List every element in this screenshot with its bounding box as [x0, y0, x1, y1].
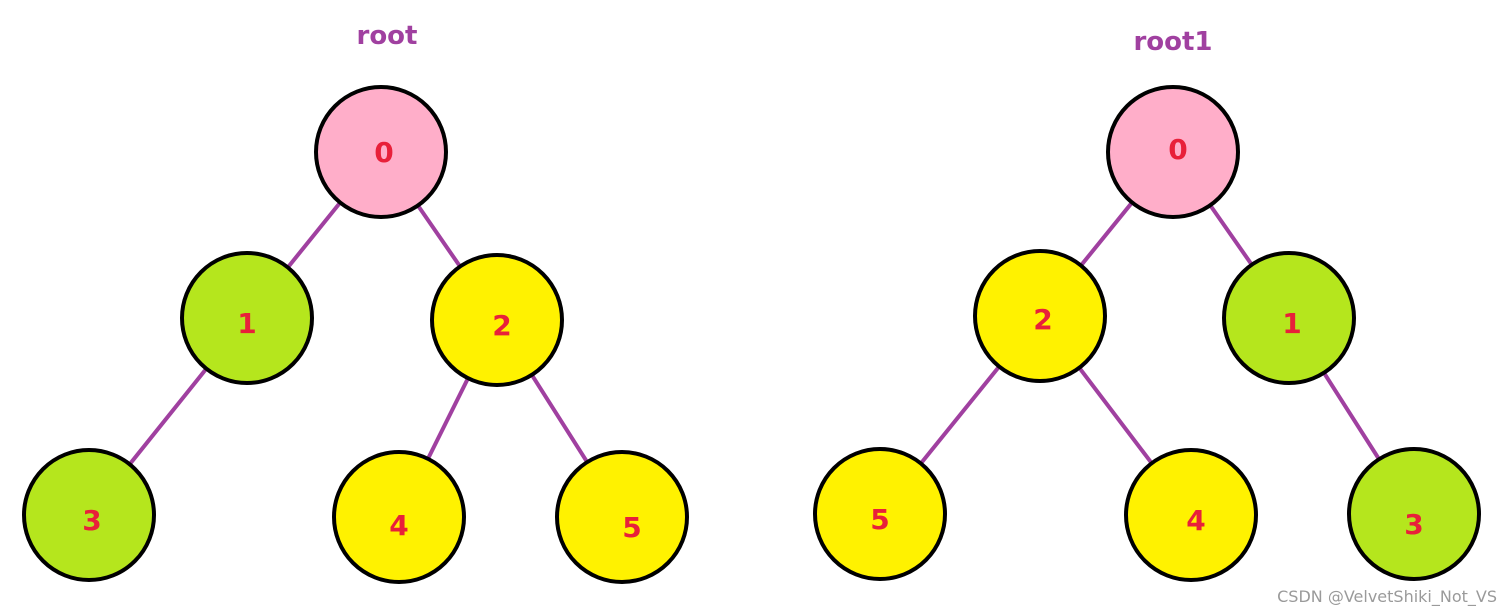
edge-t1-n0-t1-n1 — [1207, 201, 1255, 269]
edge-t0-n0-t0-n2 — [414, 201, 464, 271]
tree-node-t0-n1: 1 — [180, 251, 314, 385]
tree-node-t1-n2: 2 — [973, 249, 1107, 383]
node-circle-t0-n4 — [332, 450, 466, 584]
node-label-t0-n1: 1 — [237, 307, 256, 340]
titles-layer: root root1 — [357, 21, 1213, 57]
node-label-t1-n5: 5 — [870, 503, 889, 536]
node-circle-t1-n0 — [1106, 85, 1240, 219]
tree-node-t1-n4: 4 — [1124, 448, 1258, 582]
tree-node-t0-n4: 4 — [332, 450, 466, 584]
edge-t0-n0-t0-n1 — [284, 199, 344, 271]
node-label-t0-n4: 4 — [389, 509, 408, 542]
node-label-t1-n2: 2 — [1033, 303, 1052, 336]
node-circle-t0-n3 — [22, 448, 156, 582]
tree-node-t1-n3: 3 — [1347, 447, 1481, 581]
node-label-t0-n3: 3 — [82, 504, 101, 537]
node-circle-t1-n2 — [973, 249, 1107, 383]
node-label-t1-n0: 0 — [1168, 133, 1187, 166]
node-label-t0-n2: 2 — [492, 309, 511, 342]
watermark: CSDN @VelvetShiki_Not_VS — [1277, 587, 1497, 606]
edge-t1-n2-t1-n4 — [1076, 364, 1155, 467]
edge-t0-n2-t0-n5 — [528, 371, 591, 466]
node-circle-t1-n4 — [1124, 448, 1258, 582]
node-circle-t0-n5 — [555, 450, 689, 584]
tree-node-t0-n5: 5 — [555, 450, 689, 584]
tree-node-t1-n1: 1 — [1222, 251, 1356, 385]
node-label-t1-n3: 3 — [1404, 508, 1423, 541]
node-label-t0-n0: 0 — [374, 136, 393, 169]
tree-node-t0-n3: 3 — [22, 448, 156, 582]
node-circle-t0-n0 — [314, 85, 448, 219]
node-label-t0-n5: 5 — [622, 511, 641, 544]
edges-layer — [126, 198, 1383, 468]
tree-title-1: root1 — [1133, 27, 1212, 57]
edge-t0-n1-t0-n3 — [126, 365, 210, 468]
edge-t1-n0-t1-n2 — [1077, 198, 1136, 270]
node-circle-t1-n1 — [1222, 251, 1356, 385]
node-circle-t1-n3 — [1347, 447, 1481, 581]
tree-node-t0-n2: 2 — [430, 253, 564, 387]
node-circle-t0-n2 — [430, 253, 564, 387]
node-label-t1-n1: 1 — [1282, 307, 1301, 340]
tree-node-t1-n5: 5 — [813, 447, 947, 581]
nodes-layer: 0 1 2 3 4 5 0 2 1 5 4 3 — [22, 85, 1481, 584]
node-label-t1-n4: 4 — [1186, 504, 1205, 537]
edge-t0-n2-t0-n4 — [425, 374, 471, 463]
node-circle-t0-n1 — [180, 251, 314, 385]
tree-node-t1-n0: 0 — [1106, 85, 1240, 219]
edge-t1-n2-t1-n5 — [917, 363, 1003, 467]
tree-title-0: root — [357, 21, 418, 51]
edge-t1-n1-t1-n3 — [1320, 369, 1383, 463]
tree-node-t0-n0: 0 — [314, 85, 448, 219]
node-circle-t1-n5 — [813, 447, 947, 581]
